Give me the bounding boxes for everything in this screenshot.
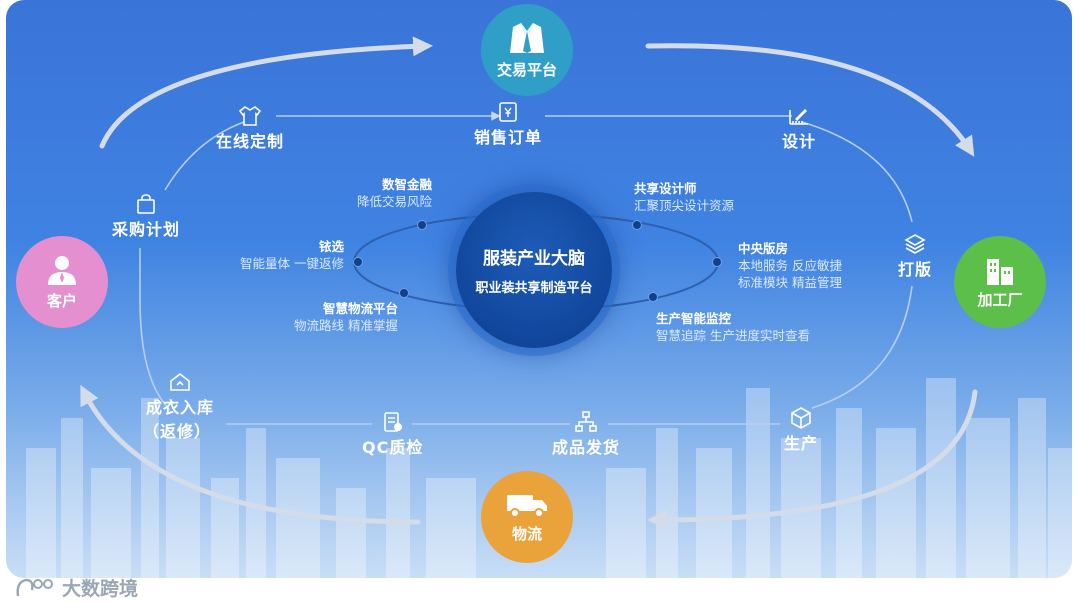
truck-icon xyxy=(505,491,549,519)
orbit-dot xyxy=(354,258,363,267)
node-factory: 加工厂 xyxy=(954,236,1046,328)
shirt-icon xyxy=(238,104,262,128)
brand-watermark: 大数跨境 xyxy=(14,574,138,601)
step-warehouse: 成衣入库 （返修） xyxy=(146,370,214,442)
person-icon xyxy=(45,254,79,286)
step-ship: 成品发货 xyxy=(552,410,620,458)
node-label: 物流 xyxy=(512,523,542,544)
feature-yixuan: 铱选 智能量体 一键返修 xyxy=(214,238,344,272)
step-design: 设计 xyxy=(782,104,816,152)
ruler-pencil-icon xyxy=(787,104,811,128)
step-purchase: 采购计划 xyxy=(112,192,180,240)
center-subtitle: 职业装共享制造平台 xyxy=(475,277,592,296)
node-logistics: 物流 xyxy=(481,471,573,563)
step-sales-order: 销售订单 xyxy=(474,100,542,148)
layers-icon xyxy=(903,232,927,256)
suit-icon xyxy=(508,21,546,55)
step-sampling: 打版 xyxy=(898,232,932,280)
brand-logo-icon xyxy=(14,576,58,600)
feature-shared-designer: 共享设计师 汇聚顶尖设计资源 xyxy=(634,180,734,214)
center-hub: 服装产业大脑 职业装共享制造平台 xyxy=(456,192,612,348)
node-customer: 客户 xyxy=(16,236,108,328)
step-online-custom: 在线定制 xyxy=(216,104,284,152)
checklist-icon xyxy=(381,410,405,434)
bag-icon xyxy=(134,192,158,216)
house-icon xyxy=(168,370,192,394)
node-label: 交易平台 xyxy=(497,59,557,80)
step-qc: QC质检 xyxy=(362,410,423,458)
feature-central-pattern-room: 中央版房 本地服务 反应敏捷 标准模块 精益管理 xyxy=(738,240,842,291)
orbit-dot xyxy=(400,289,409,298)
node-trade-platform: 交易平台 xyxy=(481,4,573,96)
orbit-dot xyxy=(713,258,722,267)
node-label: 客户 xyxy=(47,290,77,311)
center-title: 服装产业大脑 xyxy=(483,244,585,269)
node-label: 加工厂 xyxy=(977,289,1022,310)
feature-production-monitor: 生产智能监控 智慧追踪 生产进度实时查看 xyxy=(656,310,810,344)
box-icon xyxy=(789,406,813,430)
step-produce: 生产 xyxy=(784,406,818,454)
brand-name: 大数跨境 xyxy=(62,574,138,601)
orbit-dot xyxy=(649,293,658,302)
feature-finance: 数智金融 降低交易风险 xyxy=(342,176,432,210)
orbit-dot xyxy=(418,221,427,230)
building-icon xyxy=(983,255,1017,285)
orbit-dot xyxy=(633,221,642,230)
network-icon xyxy=(574,410,598,434)
yen-receipt-icon xyxy=(496,100,520,124)
feature-smart-logistics: 智慧物流平台 物流路线 精准掌握 xyxy=(274,300,398,334)
